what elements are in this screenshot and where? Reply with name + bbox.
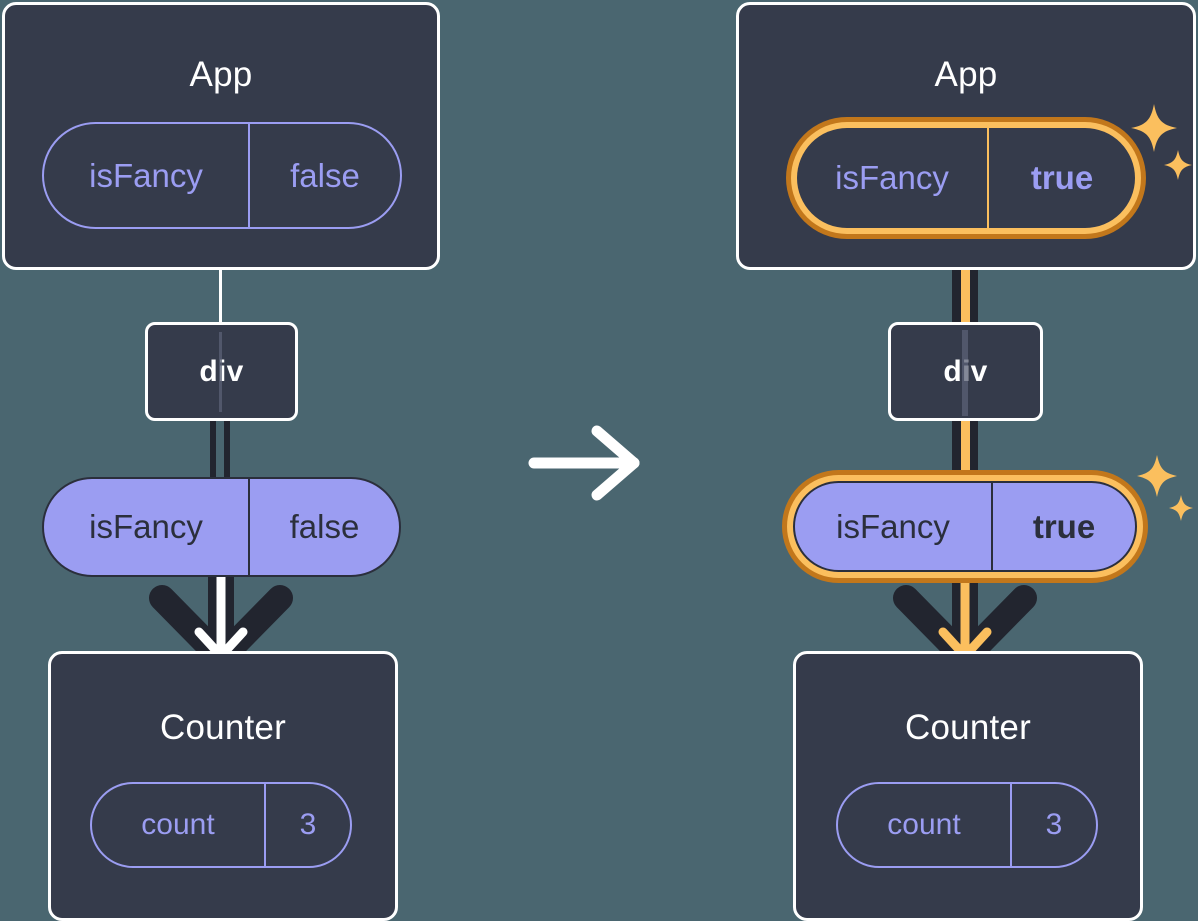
- arrow-right-icon: [528, 425, 640, 501]
- component-title-app-before: App: [189, 55, 253, 94]
- sparkle-icon-app: [1131, 104, 1192, 180]
- prop-pill-divider: [248, 479, 250, 575]
- counter-state-divider: [264, 784, 266, 866]
- connector-app-to-div-left: [219, 268, 222, 324]
- counter-state-divider: [1010, 784, 1012, 866]
- prop-pill-after: isFancy true: [782, 470, 1148, 583]
- counter-state-value: 3: [299, 808, 317, 841]
- prop-pill-before: isFancy false: [42, 477, 401, 577]
- state-pill-counter-before: count 3: [90, 782, 352, 868]
- connector-ghost-through-div-right: [962, 330, 968, 416]
- component-title-counter-after: Counter: [905, 708, 1031, 747]
- connector-div-to-prop-right-orange: [961, 418, 970, 484]
- state-pill-divider: [987, 128, 989, 228]
- prop-pill-value: true: [1032, 507, 1096, 545]
- state-pill-value: false: [290, 156, 360, 194]
- state-pill-divider: [248, 124, 250, 227]
- state-pill-value: true: [1030, 159, 1094, 196]
- component-title-app-after: App: [934, 55, 998, 94]
- state-pill-key: isFancy: [89, 156, 203, 194]
- connector-app-to-div-right-orange: [961, 240, 970, 330]
- counter-state-key: count: [141, 808, 215, 841]
- component-title-counter-before: Counter: [160, 708, 286, 747]
- connector-ghost-through-div-left: [219, 332, 222, 412]
- state-pill-app-after-core: isFancy true: [797, 128, 1135, 228]
- connector-div-to-prop-left-a: [210, 418, 216, 480]
- counter-state-value: 3: [1045, 808, 1063, 841]
- prop-pill-divider: [991, 483, 993, 570]
- state-pill-counter-after: count 3: [836, 782, 1098, 868]
- sparkle-icon-prop: [1137, 455, 1193, 521]
- prop-pill-key: isFancy: [836, 507, 950, 545]
- prop-pill-after-core: isFancy true: [793, 481, 1137, 572]
- counter-state-key: count: [887, 808, 961, 841]
- connector-div-to-prop-left-b: [224, 418, 230, 480]
- prop-pill-value: false: [289, 508, 360, 545]
- prop-pill-key: isFancy: [89, 508, 203, 545]
- state-pill-key: isFancy: [835, 159, 949, 196]
- state-pill-app-before: isFancy false: [42, 122, 402, 229]
- state-pill-app-after: isFancy true: [786, 117, 1146, 239]
